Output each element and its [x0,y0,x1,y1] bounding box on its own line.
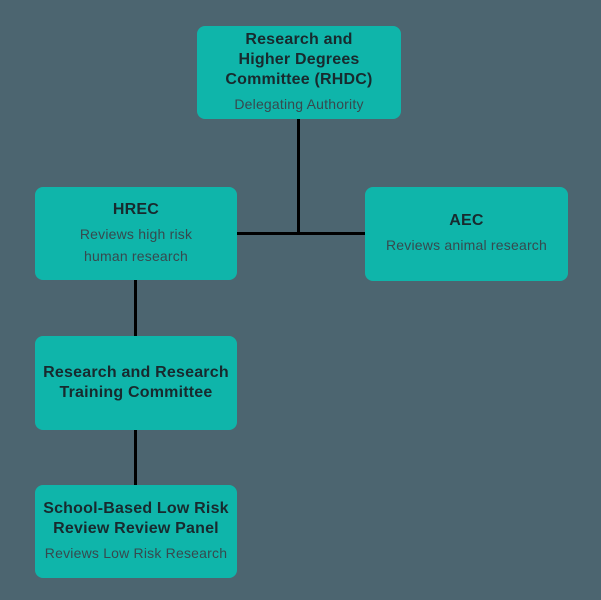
node-school-panel-subtitle: Reviews Low Risk Research [44,544,228,561]
node-hrec: HREC Reviews high risk human research [35,187,237,280]
connector-hrec-aec-horizontal [237,232,365,235]
node-rrtc: Research and Research Training Committee [35,336,237,430]
node-aec-subtitle: Reviews animal research [386,237,547,254]
node-hrec-subtitle: Reviews high risk human research [79,225,193,264]
node-aec: AEC Reviews animal research [365,187,568,281]
node-rhdc-title: Research and Higher Degrees Committee (R… [225,30,373,88]
node-rhdc: Research and Higher Degrees Committee (R… [197,26,401,119]
connector-hrec-to-rrtc [134,280,137,337]
connector-rhdc-down [297,119,300,235]
connector-rrtc-to-school [134,429,137,487]
node-rhdc-subtitle: Delegating Authority [234,95,364,112]
node-aec-title: AEC [449,212,484,230]
node-hrec-title: HREC [112,200,160,218]
node-rrtc-title: Research and Research Training Committee [43,364,229,401]
node-school-panel: School-Based Low Risk Review Review Pane… [35,485,237,578]
node-school-panel-title: School-Based Low Risk Review Review Pane… [43,499,229,537]
